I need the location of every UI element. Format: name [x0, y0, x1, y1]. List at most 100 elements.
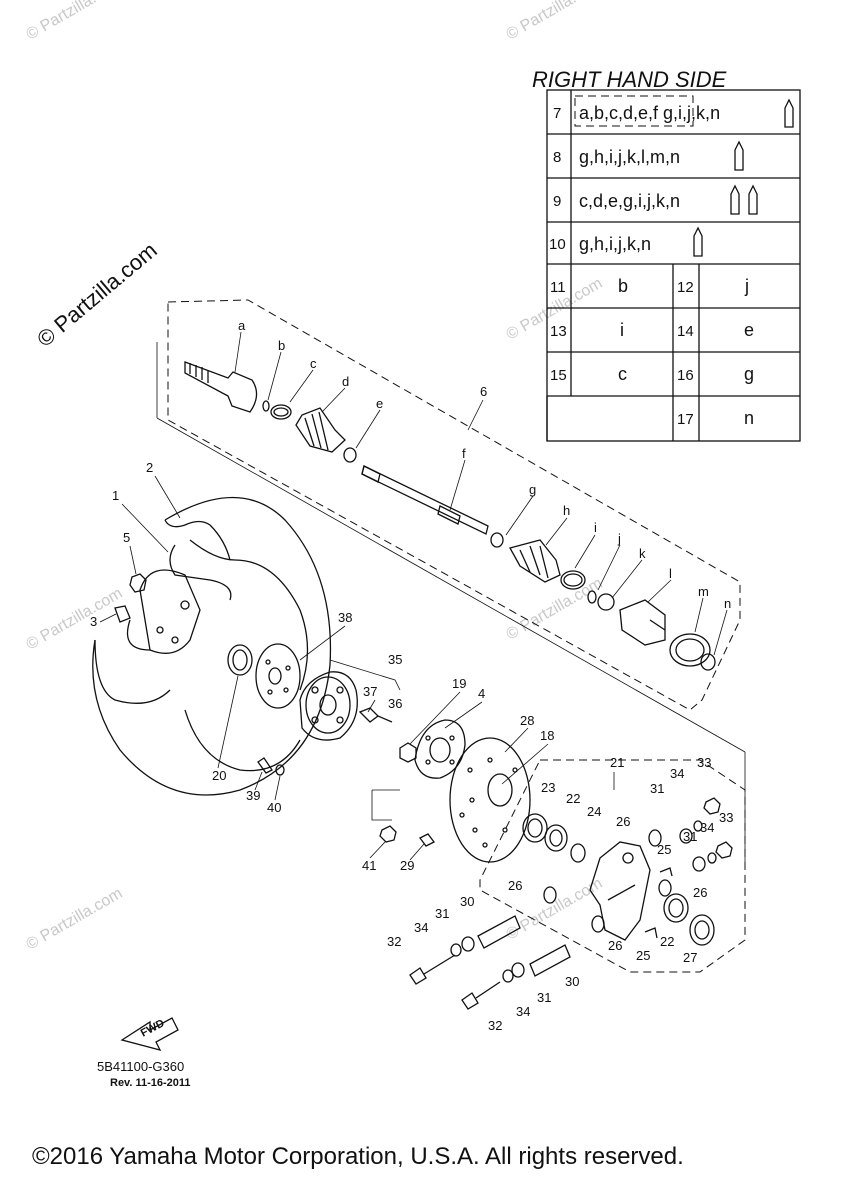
callout-20: 20 — [212, 768, 226, 783]
callout-4: 4 — [478, 686, 485, 701]
table-row-num: 7 — [553, 105, 561, 122]
table-row-text: g,h,i,j,k,n — [579, 234, 651, 254]
table-row-num: 8 — [553, 149, 561, 166]
table-pair-num: 12 — [677, 279, 694, 296]
axle-nut — [399, 742, 417, 763]
callout-34: 34 — [414, 920, 428, 935]
table-pair-val: g — [744, 364, 754, 384]
collar-bolt-parts — [409, 915, 571, 1010]
part-letter-n: n — [724, 596, 731, 611]
watermark-text: © Partzilla.com — [24, 0, 126, 43]
knuckle-parts — [522, 797, 733, 946]
table-title: RIGHT HAND SIDE — [532, 67, 727, 92]
table-pair-num: 11 — [550, 279, 566, 296]
callout-23: 23 — [541, 780, 555, 795]
callout-22: 22 — [660, 934, 674, 949]
watermark-text: © Partzilla.com — [24, 585, 126, 654]
callout-31: 31 — [537, 990, 551, 1005]
table-pair-val: j — [744, 276, 749, 296]
callout-25: 25 — [657, 842, 671, 857]
callout-27: 27 — [683, 950, 697, 965]
part-letter-m: m — [698, 584, 709, 599]
callout-33: 33 — [719, 810, 733, 825]
diagram-code: 5B41100-G360 — [97, 1059, 184, 1074]
callout-3: 3 — [90, 614, 97, 629]
watermark-main: © Partzilla.com — [32, 237, 162, 351]
watermark-text: © Partzilla.com — [504, 575, 606, 644]
callout-26: 26 — [616, 814, 630, 829]
hub-flange — [414, 719, 466, 779]
table-row-num: 9 — [553, 193, 561, 210]
revision: Rev. 11-16-2011 — [110, 1077, 191, 1089]
table-pair-num: 13 — [550, 323, 567, 340]
table-row-num: 10 — [549, 236, 566, 253]
grease-tube-icon — [693, 98, 794, 257]
watermarks: © Partzilla.com © Partzilla.com © Partzi… — [24, 0, 606, 953]
part-letter-l: l — [669, 566, 672, 581]
lug-nut — [129, 573, 147, 593]
table-pair-val: i — [620, 320, 624, 340]
callout-41: 41 — [362, 858, 376, 873]
stud-bolt — [257, 757, 285, 776]
knuckle-assembly-outline — [479, 759, 746, 973]
wheel-hub — [299, 671, 358, 741]
callout-2: 2 — [146, 460, 153, 475]
callout-29: 29 — [400, 858, 414, 873]
watermark-text: © Partzilla.com — [24, 885, 126, 954]
fwd-label: FWD — [139, 1017, 167, 1039]
table-row-text: g,h,i,j,k,l,m,n — [579, 147, 680, 167]
table-pair-num: 16 — [677, 367, 694, 384]
hub-bolt — [358, 707, 393, 723]
callout-32: 32 — [488, 1018, 502, 1033]
callout-1: 1 — [112, 488, 119, 503]
part-letter-f: f — [462, 446, 466, 461]
part-letters: a b c d e f g h i j k l m n — [238, 318, 731, 611]
table-pair-num: 17 — [677, 411, 694, 428]
callout-31: 31 — [683, 829, 697, 844]
callout-6: 6 — [480, 384, 487, 399]
callout-31: 31 — [650, 781, 664, 796]
callout-33: 33 — [697, 755, 711, 770]
callout-numbers: 1 2 3 4 5 6 18 19 20 21 22 22 23 24 25 2… — [90, 384, 733, 1033]
callout-5: 5 — [123, 530, 130, 545]
callout-38: 38 — [338, 610, 352, 625]
hub-spacer — [255, 643, 301, 709]
watermark-text: © Partzilla.com — [504, 0, 606, 43]
copyright: ©2016 Yamaha Motor Corporation, U.S.A. A… — [32, 1143, 684, 1170]
callout-26: 26 — [693, 885, 707, 900]
part-letter-c: c — [310, 356, 317, 371]
table-pair-val: e — [744, 320, 754, 340]
driveshaft-assembly-outline — [167, 299, 741, 711]
callout-37: 37 — [363, 684, 377, 699]
callout-34: 34 — [700, 820, 714, 835]
callout-28: 28 — [520, 713, 534, 728]
table-pair-num: 14 — [677, 323, 694, 340]
part-letter-i: i — [594, 520, 597, 535]
table-row-text: c,d,e,g,i,j,k,n — [579, 191, 680, 211]
part-letter-e: e — [376, 396, 383, 411]
part-letter-a: a — [238, 318, 246, 333]
callout-30: 30 — [460, 894, 474, 909]
brake-disc — [449, 737, 531, 863]
callout-26: 26 — [508, 878, 522, 893]
part-letter-k: k — [639, 546, 646, 561]
part-letter-g: g — [529, 482, 536, 497]
reference-table: RIGHT HAND SIDE 7 a,b,c,d,e,f g,i,j,k,n … — [532, 67, 801, 442]
callout-22: 22 — [566, 791, 580, 806]
callout-35: 35 — [388, 652, 402, 667]
callout-30: 30 — [565, 974, 579, 989]
table-pair-val: b — [618, 276, 628, 296]
table-pair-val: n — [744, 408, 754, 428]
table-pair-num: 15 — [550, 367, 567, 384]
callout-40: 40 — [267, 800, 281, 815]
table-pair-val: c — [618, 364, 627, 384]
part-letter-b: b — [278, 338, 285, 353]
driveshaft-parts — [184, 361, 716, 671]
callout-19: 19 — [452, 676, 466, 691]
caliper-nut — [379, 825, 397, 843]
callout-34: 34 — [670, 766, 684, 781]
callout-34: 34 — [516, 1004, 530, 1019]
callout-36: 36 — [388, 696, 402, 711]
callout-39: 39 — [246, 788, 260, 803]
